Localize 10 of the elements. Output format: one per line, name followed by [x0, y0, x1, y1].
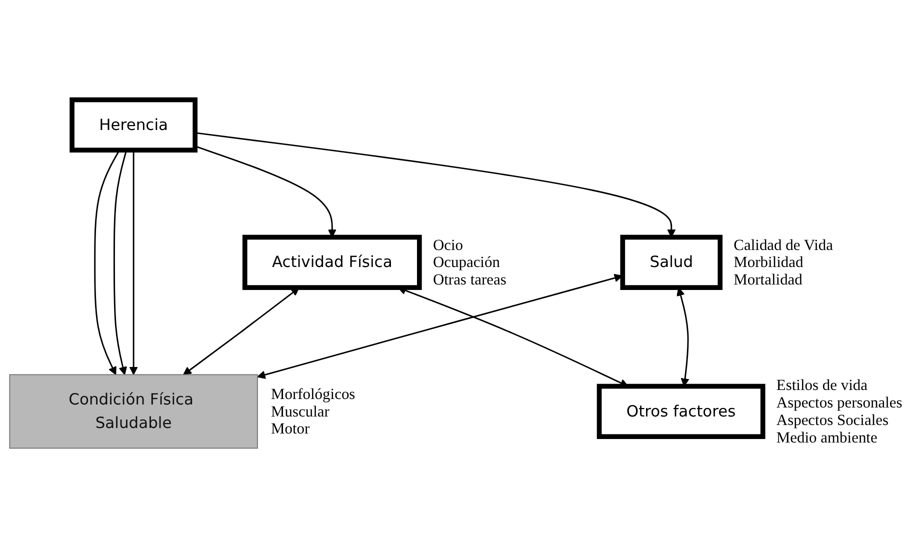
beside-text: Calidad de Vida Morbilidad Mortalidad — [734, 236, 833, 289]
beside-text: Morfológicos Muscular Motor — [271, 386, 356, 438]
node-box: Herencia — [70, 97, 198, 153]
beside-text: Estilos de vida Aspectos personales Aspectos Sociales Medio ambiente — [776, 377, 902, 446]
beside-text: Ocio Ocupación Otras tareas — [432, 236, 506, 289]
node-box: Otros factores — [596, 384, 766, 440]
node-box: Condición Física Saludable — [9, 374, 258, 449]
node-box: Salud — [620, 234, 723, 290]
arrow — [129, 150, 138, 376]
node-box: Actividad Física — [242, 234, 422, 290]
